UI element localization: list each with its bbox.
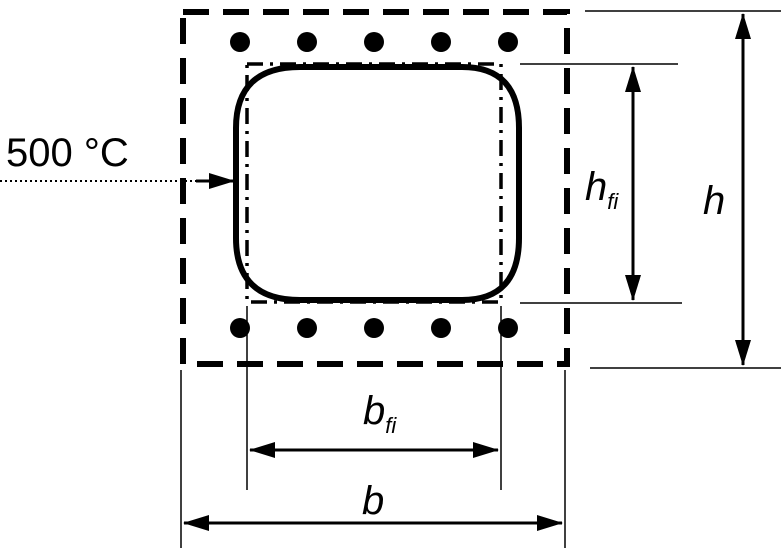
- reduced-section-outline: [245, 62, 503, 304]
- rebar: [230, 32, 250, 52]
- bfi-label: bfi: [363, 389, 397, 438]
- rebar-row-bottom: [230, 318, 518, 338]
- rebar: [431, 32, 451, 52]
- bfi-label-main: b: [363, 389, 385, 433]
- rebar: [498, 32, 518, 52]
- hfi-label: hfi: [585, 165, 619, 214]
- rebar: [230, 318, 250, 338]
- rebar: [297, 32, 317, 52]
- rebar: [364, 318, 384, 338]
- rebar-row-top: [230, 32, 518, 52]
- bfi-label-sub: fi: [385, 413, 397, 438]
- outer-section-outline: [180, 9, 570, 367]
- rebar: [297, 318, 317, 338]
- rebar: [498, 318, 518, 338]
- b-label: b: [362, 479, 384, 523]
- rebar: [364, 32, 384, 52]
- temperature-label: 500 °C: [6, 131, 129, 175]
- h-label: h: [703, 179, 725, 223]
- hfi-label-main: h: [585, 165, 607, 209]
- rebar: [431, 318, 451, 338]
- hfi-label-sub: fi: [607, 189, 619, 214]
- isotherm-500c-curve: [233, 64, 522, 303]
